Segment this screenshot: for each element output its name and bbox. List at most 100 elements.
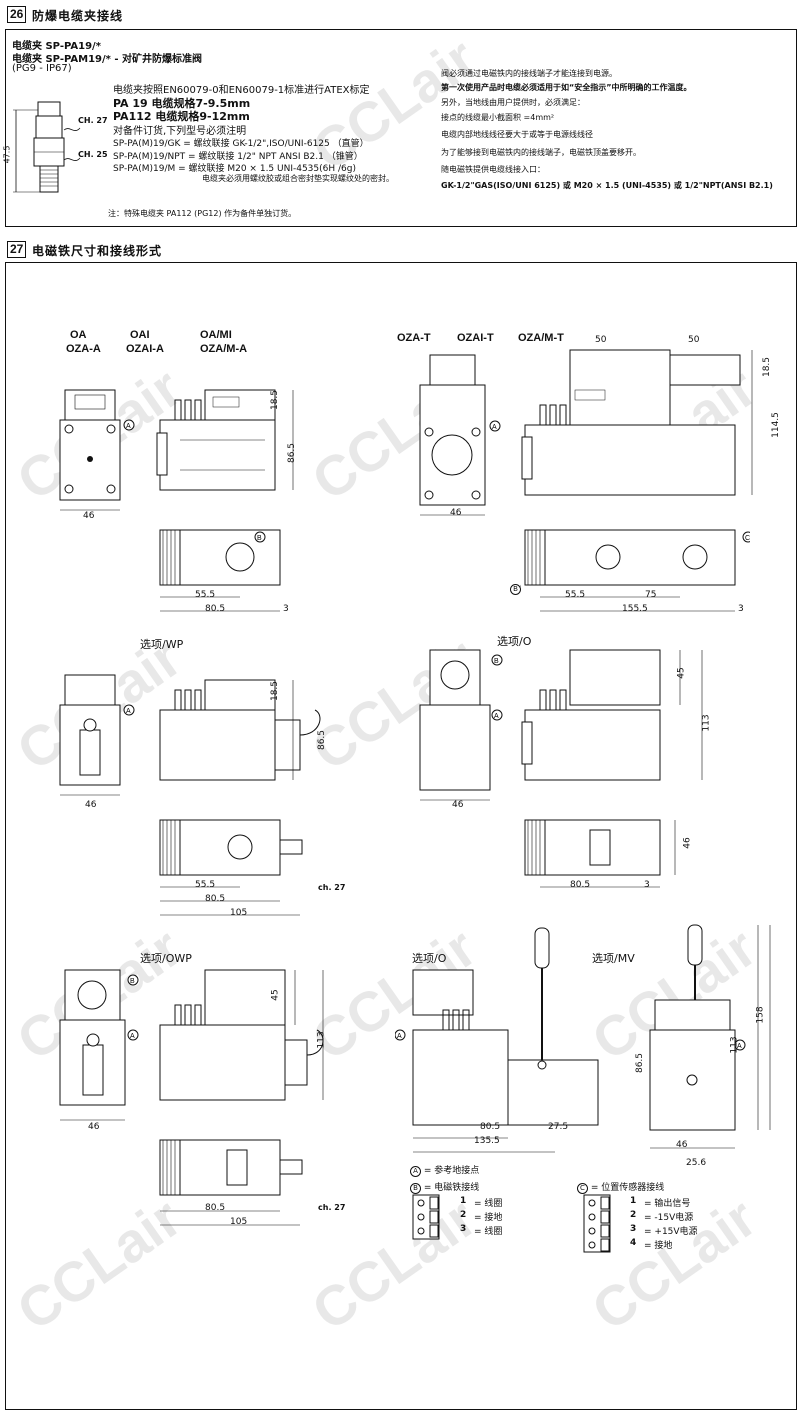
wiring-note-6: 为了能够接到电磁铁内的接线端子，电磁铁顶盖要移开。 [441, 148, 641, 157]
legend-a-text: = 参考地接点 [423, 1166, 480, 1176]
dim-75: 75 [645, 590, 657, 600]
dim-18-5-wp: 18.5 [270, 680, 281, 702]
legend-c-item-2-num: 2 [630, 1210, 637, 1220]
dim-27-5: 27.5 [548, 1122, 569, 1132]
legend-c-item-1-text: = 输出信号 [644, 1199, 691, 1209]
oza-t-front-view: A [419, 354, 501, 516]
dim-135-5: 135.5 [474, 1136, 500, 1146]
svg-text:A: A [126, 708, 131, 715]
legend-b-text: = 电磁铁接线 [423, 1183, 480, 1193]
section-26-box [5, 29, 797, 227]
terminal-block-b [412, 1194, 440, 1240]
o-lever-side-view: A [395, 927, 599, 1153]
dim-80-5-owp: 80.5 [205, 1203, 226, 1213]
dim-46-wp: 46 [85, 800, 97, 810]
dim-113-mv: 113 [729, 1036, 740, 1054]
owp-side-view [159, 969, 324, 1101]
dim-55-5-t: 55.5 [565, 590, 586, 600]
legend-c-item-4-text: = 接地 [644, 1241, 673, 1251]
model-oza-a: OZA-A [66, 343, 101, 355]
wiring-note-3: 另外，当地线由用户提供时，必须满足： [441, 98, 585, 107]
dim-80-5-o: 80.5 [570, 880, 591, 890]
option-mv-label: 选项/MV [592, 952, 635, 965]
dim-45-owp: 45 [270, 989, 281, 1001]
wrench-ch27-wp: ch. 27 [318, 883, 346, 892]
mv-front-view: A [649, 924, 771, 1149]
dim-86-5-mv: 86.5 [635, 1052, 646, 1074]
oa-side-view [156, 389, 294, 491]
oa-top-view: B [159, 529, 281, 612]
cable-clamp-heading-3: (PG9 - IP67) [12, 63, 72, 74]
atex-standard-text: 电缆夹按照EN60079-0和EN60079-1标准进行ATEX标定 [113, 85, 370, 96]
svg-text:A: A [737, 1043, 742, 1050]
wiring-note-7: 随电磁铁提供电缆线接入口： [441, 165, 545, 174]
model-oza-m-t: OZA/M-T [518, 332, 564, 344]
dim-155-5: 155.5 [622, 604, 648, 614]
dim-46-o-top: 46 [682, 837, 693, 849]
svg-text:C: C [745, 535, 750, 542]
dim-18-5-t: 18.5 [762, 356, 773, 378]
option-wp-label: 选项/WP [140, 638, 184, 651]
wiring-note-5: 电缆内部地线线径要大于或等于电源线线径 [441, 130, 593, 139]
svg-text:A: A [130, 1033, 135, 1040]
dim-113-o: 113 [701, 714, 712, 732]
wp-front-view: A [59, 674, 135, 796]
legend-b-item-2-num: 2 [460, 1210, 467, 1220]
dim-3-o: 3 [644, 880, 650, 890]
legend-b-item-3-num: 3 [460, 1224, 467, 1234]
model-ozai-a: OZAI-A [126, 343, 164, 355]
svg-text:A: A [126, 423, 131, 430]
dim-25-6: 25.6 [686, 1158, 707, 1168]
svg-text:B: B [494, 658, 499, 665]
dim-113-owp: 113 [316, 1031, 327, 1049]
svg-text:A: A [397, 1033, 402, 1040]
pa19-spec: PA 19 电缆规格7-9.5mm [113, 97, 251, 110]
dim-55-5-wp: 55.5 [195, 880, 216, 890]
cable-clamp-heading-2: 电缆夹 SP-PAM19/* - 对矿井防爆标准阀 [12, 54, 202, 65]
legend-b-item-3-text: = 线圈 [474, 1227, 503, 1237]
model-oza-m-a: OZA/M-A [200, 343, 248, 355]
dim-50-a: 50 [595, 335, 607, 345]
dim-46-mv: 46 [676, 1140, 688, 1150]
terminal-block-c [583, 1194, 611, 1253]
dim-3-t: 3 [738, 604, 744, 614]
dim-46-o: 46 [452, 800, 464, 810]
owp-front-view: B A [59, 969, 139, 1121]
wp-side-view [159, 679, 321, 781]
oza-t-side-view [521, 349, 753, 496]
dim-80-5: 80.5 [205, 604, 226, 614]
order-note: 对备件订货,下列型号必须注明 [113, 126, 247, 137]
wiring-note-2: 第一次使用产品时电缆必须适用于如“安全指示”中所明确的工作温度。 [441, 83, 692, 92]
section-title-27: 电磁铁尺寸和接线形式 [32, 244, 163, 258]
dim-105-owp: 105 [230, 1217, 248, 1227]
legend-c-item-1-num: 1 [630, 1196, 637, 1206]
model-oai: OAI [130, 329, 150, 341]
legend-c-marker: C [577, 1183, 588, 1194]
legend-a: A = 参考地接点 [410, 1163, 479, 1177]
model-oza-t: OZA-T [397, 332, 431, 344]
o-side-view [521, 649, 703, 781]
oza-t-top-view: C [520, 529, 750, 612]
dim-3: 3 [283, 604, 289, 614]
model-oa: OA [70, 329, 87, 341]
wp-top-view [159, 819, 303, 916]
dim-158: 158 [755, 1006, 766, 1024]
dim-80-5-lever: 80.5 [480, 1122, 501, 1132]
wrench-size-25: CH. 25 [78, 150, 108, 159]
model-ozai-t: OZAI-T [457, 332, 494, 344]
gland-length-dim: 47.5 [2, 145, 12, 164]
wiring-note-1: 阀必须通过电磁铁内的接线端子才能连接到电源。 [441, 69, 617, 78]
legend-b-item-1-text: = 线圈 [474, 1199, 503, 1209]
wiring-note-8: GK-1/2"GAS(ISO/UNI 6125) 或 M20 × 1.5 (UN… [441, 181, 773, 190]
dim-46-t: 46 [450, 508, 462, 518]
dim-18-5: 18.5 [270, 389, 281, 411]
o-front-view: B A [419, 649, 503, 801]
dim-86-5: 86.5 [287, 442, 298, 464]
legend-b: B = 电磁铁接线 [410, 1180, 479, 1194]
section-number-27: 27 [7, 241, 27, 258]
legend-c-item-3-num: 3 [630, 1224, 637, 1234]
legend-c-text: = 位置传感器接线 [590, 1183, 665, 1193]
dim-50-b: 50 [688, 335, 700, 345]
gk-thread-spec: SP-PA(M)19/GK = 螺纹联接 GK-1/2",ISO/UNI-612… [113, 139, 369, 149]
legend-b-item-2-text: = 接地 [474, 1213, 503, 1223]
